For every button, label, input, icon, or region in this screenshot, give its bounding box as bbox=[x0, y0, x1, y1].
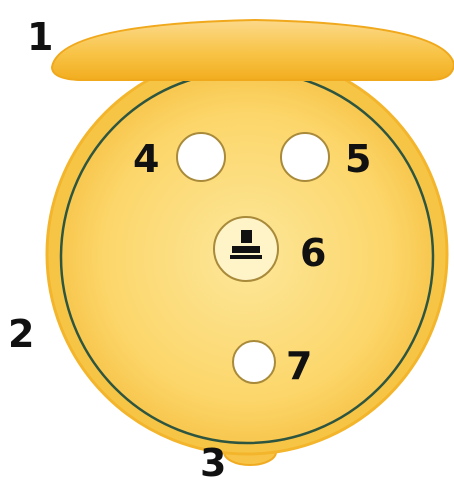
hole-lower bbox=[233, 341, 275, 383]
label-5: 5 bbox=[345, 137, 371, 181]
top-cap bbox=[52, 20, 454, 80]
label-3: 3 bbox=[200, 441, 226, 480]
label-6: 6 bbox=[300, 231, 326, 275]
label-4: 4 bbox=[133, 137, 159, 181]
hole-left bbox=[177, 133, 225, 181]
label-1: 1 bbox=[27, 15, 53, 59]
label-7: 7 bbox=[286, 344, 312, 388]
center-hole bbox=[214, 217, 278, 281]
hole-right bbox=[281, 133, 329, 181]
label-2: 2 bbox=[8, 312, 34, 356]
